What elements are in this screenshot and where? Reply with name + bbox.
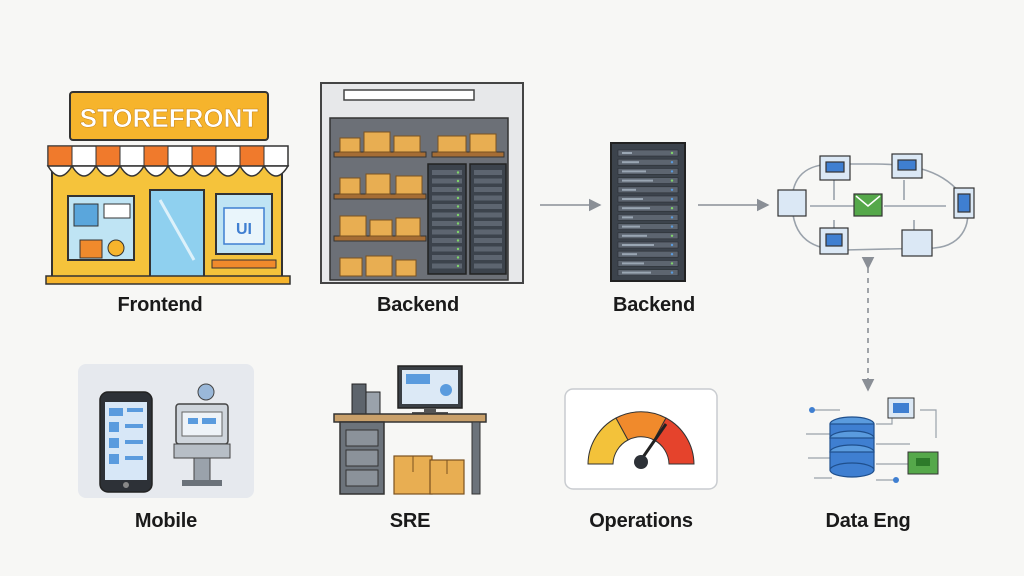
operations-gauge-illustration	[564, 388, 718, 490]
label-sre: SRE	[389, 510, 431, 532]
server-rack-illustration	[610, 142, 686, 282]
integration-network-illustration	[774, 150, 980, 262]
label-operations: Operations	[589, 510, 693, 532]
sre-desk-illustration	[332, 364, 488, 496]
storefront-illustration: STOREFRONT UI	[44, 90, 292, 288]
data-eng-illustration	[800, 394, 946, 490]
label-backend-server: Backend	[613, 294, 695, 316]
label-backend-warehouse: Backend	[377, 294, 459, 316]
storefront-sign-text: STOREFRONT	[80, 103, 259, 133]
storefront-ui-text: UI	[236, 221, 252, 238]
mobile-illustration	[78, 364, 254, 498]
label-data-eng: Data Eng	[825, 510, 911, 532]
label-frontend: Frontend	[117, 294, 203, 316]
label-mobile: Mobile	[134, 510, 198, 532]
warehouse-illustration	[320, 82, 524, 286]
